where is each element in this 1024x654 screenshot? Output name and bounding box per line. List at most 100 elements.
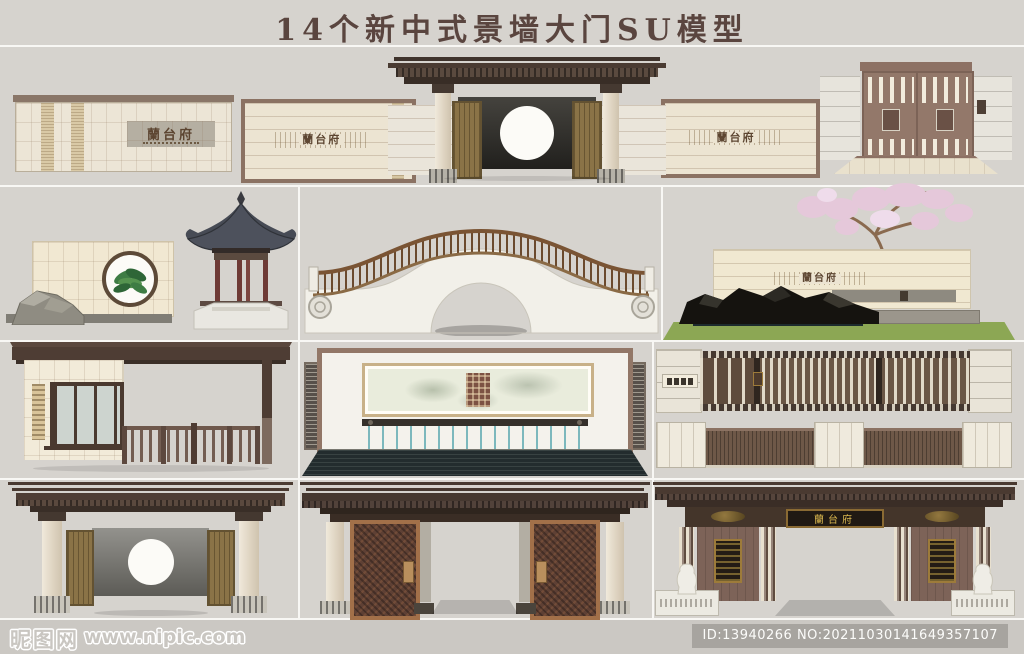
medallion-right-inner: [637, 301, 649, 313]
page-title: 14个新中式景墙大门SU模型: [275, 13, 749, 48]
roof-slab: [302, 493, 648, 508]
divider-under-title: [0, 45, 1024, 47]
rock-facet: [823, 292, 855, 308]
column-base: [320, 601, 350, 614]
lintel-beam: [330, 514, 620, 522]
blossoms: [797, 183, 973, 235]
end-post-right: [644, 266, 655, 292]
leaf: [130, 282, 148, 294]
divider-above-footer: [0, 618, 1024, 620]
column-lower: [262, 418, 272, 464]
roof-slab: [16, 493, 285, 506]
model-circle-window-wall: [6, 233, 178, 333]
roof-eave-line: [300, 482, 650, 485]
wall-frame: [317, 348, 633, 464]
model-pavilion: [182, 189, 300, 333]
stone-pier-right: [968, 349, 1012, 413]
center-shadow: [432, 600, 518, 614]
plaque-glyph-block: [667, 377, 672, 385]
roof-fascia: [404, 77, 650, 84]
gravel-strip: [6, 314, 172, 323]
plaque-text: 蘭台府: [299, 134, 345, 146]
roof-eave-line: [306, 488, 644, 491]
wall-plaque: 蘭台府: [689, 129, 783, 145]
spout-cap: [367, 420, 373, 425]
marble-mural: [361, 363, 595, 417]
center-shadow: [775, 600, 895, 616]
fence-post: [122, 426, 127, 464]
bottom-rail: [700, 404, 970, 411]
roof-fascia: [30, 506, 271, 512]
roof-right-eave: [241, 203, 297, 239]
carved-base-right: [231, 596, 267, 613]
plaque-glyph-block: [688, 377, 693, 385]
site-url: www.nipic.com: [84, 626, 246, 648]
bronze-door-right: [572, 101, 602, 179]
fence-pier: [814, 422, 864, 468]
fence-post: [226, 426, 232, 464]
leaf: [113, 283, 131, 293]
circle-window: [102, 251, 158, 307]
roof-eave-line: [653, 482, 1017, 485]
model-arch-bridge: [303, 223, 660, 337]
black-rock-stack: [679, 286, 879, 324]
screen-post: [753, 358, 763, 404]
name-plaque: [662, 374, 698, 388]
medallion-left-inner: [314, 301, 326, 313]
column-capital-right: [600, 84, 622, 93]
column-right: [603, 93, 619, 173]
eave-lattice-band: [214, 253, 268, 260]
column-base: [600, 601, 630, 614]
column-right: [239, 521, 259, 600]
roof-eave-line: [12, 488, 289, 491]
plinth-carving: [660, 599, 714, 607]
screen-panel: [92, 528, 209, 596]
slat-zone: [754, 358, 876, 404]
column-left: [42, 521, 62, 600]
lion-body: [972, 563, 993, 595]
marble-base: [193, 302, 289, 330]
plaque-glyph-block: [681, 377, 686, 385]
columns: [215, 260, 268, 308]
outer-column-right: [606, 522, 624, 602]
gold-medallion-right: [925, 511, 959, 522]
frieze: 蘭台府: [685, 507, 985, 528]
railing-balusters: [312, 230, 650, 295]
wall-coping: [13, 95, 234, 102]
blossom: [835, 219, 859, 235]
column-upper: [262, 360, 272, 418]
plant-in-window: [113, 268, 148, 294]
roof-finial: [237, 191, 245, 207]
rock-facet: [699, 294, 723, 308]
roof-eave-line: [8, 482, 293, 485]
bench-leg: [900, 291, 908, 301]
leaf: [125, 268, 147, 282]
site-logo-text: 昵图网: [10, 628, 79, 652]
striped-column: [894, 527, 909, 601]
inner-column-base: [516, 603, 536, 614]
window-sill: [44, 446, 122, 450]
pedestal-right: [597, 169, 625, 183]
leaf-lattice-top: [868, 77, 914, 103]
blossom: [852, 187, 890, 211]
window: [50, 382, 124, 448]
slat-zone: [700, 358, 754, 404]
plaque-text: 蘭台府: [146, 128, 195, 143]
rock-facet: [44, 297, 73, 313]
lattice-fence: [122, 423, 260, 464]
landscape-rock: [11, 290, 85, 325]
louver-panel: [32, 384, 45, 440]
blossom: [884, 183, 926, 207]
rock-facet: [763, 286, 791, 302]
wall-plaque: 蘭台府: [774, 272, 866, 285]
stone-wall-right: [972, 76, 1012, 160]
stone-pool: [302, 449, 648, 476]
roof-rafters: [655, 494, 1015, 500]
plaque-text: 蘭台府: [799, 273, 841, 284]
end-post-left: [308, 266, 319, 292]
model-moon-gate: [388, 57, 666, 183]
roof-eave: [388, 63, 666, 68]
inner-column-base: [414, 603, 434, 614]
gold-plaque-text: 蘭台府: [814, 515, 856, 526]
leaf-medallion: [936, 109, 954, 131]
